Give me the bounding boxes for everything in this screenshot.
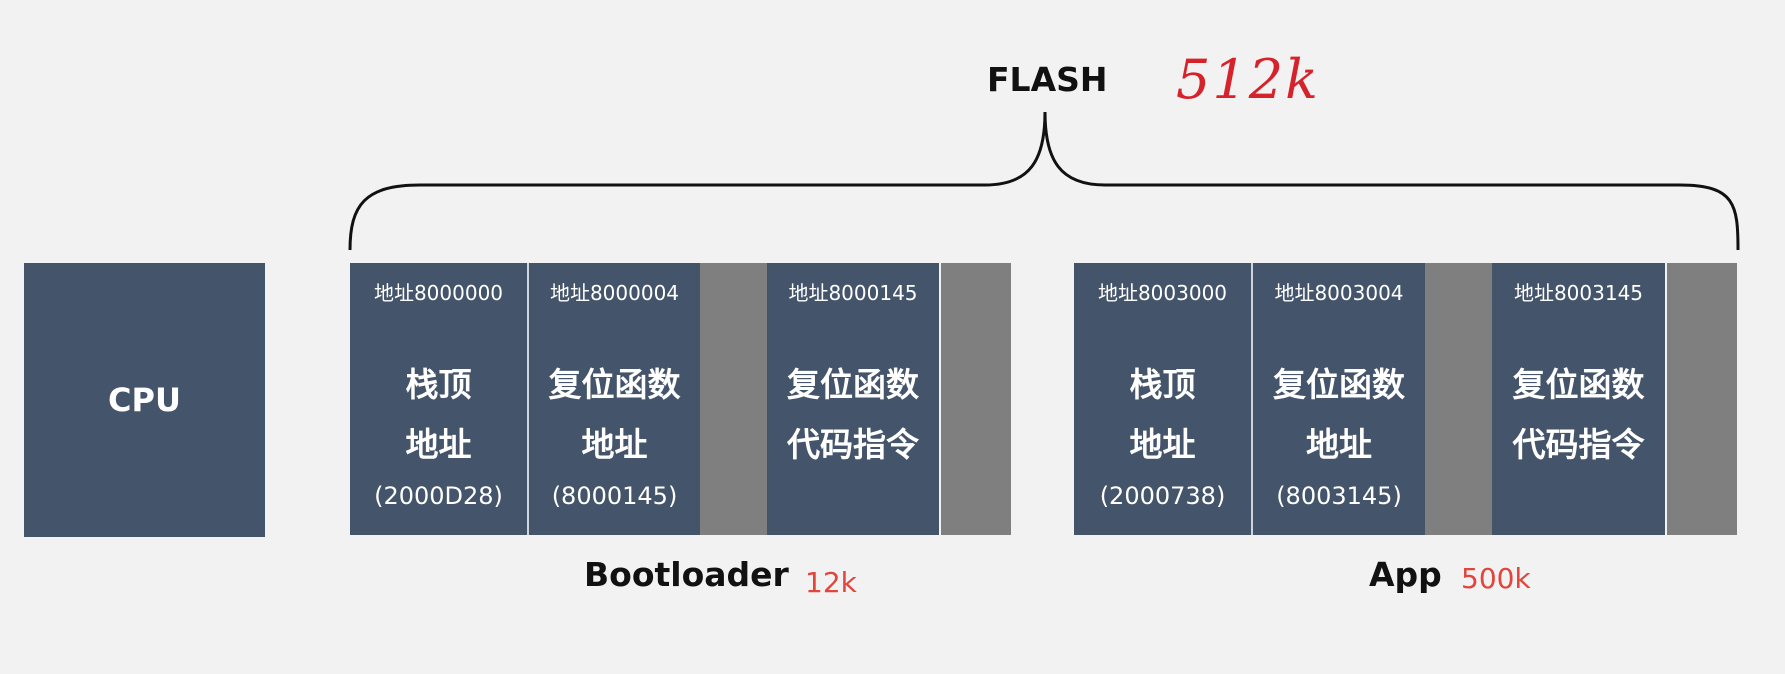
cell-line1: 复位函数 (787, 365, 919, 404)
bootloader-gap (700, 263, 767, 535)
flash-title: FLASH (987, 60, 1108, 99)
cell-divider (1251, 263, 1253, 535)
app-size: 500k (1461, 562, 1531, 595)
cell-line2: 代码指令 (787, 425, 919, 464)
cell-divider (527, 263, 529, 535)
cell-line2: 地址 (1306, 425, 1372, 464)
app-reset-code-cell: 地址8003145 复位函数 代码指令 (1492, 263, 1665, 535)
app-tail-gap (1667, 263, 1737, 535)
flash-size-handwritten: 512k (1176, 48, 1320, 111)
cpu-block: CPU (24, 263, 265, 537)
cell-address: 地址8000004 (549, 281, 680, 305)
cell-line2: 地址 (405, 425, 472, 464)
cell-line1: 栈顶 (405, 365, 472, 404)
bootloader-reset-addr-cell: 地址8000004 复位函数 地址 (8000145) (529, 263, 700, 535)
cell-address: 地址8003145 (1513, 281, 1644, 305)
cell-line2: 代码指令 (1512, 425, 1645, 464)
bootloader-size: 12k (805, 566, 857, 599)
cell-value: (2000738) (1099, 482, 1226, 510)
cell-value: (8003145) (1276, 482, 1402, 510)
bootloader-title: Bootloader (584, 555, 789, 594)
cpu-label: CPU (108, 381, 181, 419)
app-title: App (1369, 555, 1442, 594)
bootloader-reset-code-cell: 地址8000145 复位函数 代码指令 (767, 263, 939, 535)
app-gap (1425, 263, 1492, 535)
cell-line1: 复位函数 (1512, 365, 1645, 404)
cell-address: 地址8003004 (1274, 281, 1404, 305)
cell-address: 地址8003000 (1097, 281, 1228, 305)
bootloader-stack-top-cell: 地址8000000 栈顶 地址 (2000D28) (350, 263, 527, 535)
cell-address: 地址8000000 (373, 281, 504, 305)
cell-line1: 复位函数 (548, 365, 681, 404)
cell-value: (8000145) (551, 482, 678, 510)
cell-line1: 栈顶 (1129, 365, 1196, 404)
cell-line2: 地址 (1129, 425, 1196, 464)
cell-value: (2000D28) (374, 482, 503, 510)
cell-line2: 地址 (581, 425, 648, 464)
app-reset-addr-cell: 地址8003004 复位函数 地址 (8003145) (1253, 263, 1425, 535)
app-stack-top-cell: 地址8003000 栈顶 地址 (2000738) (1074, 263, 1251, 535)
bootloader-tail-gap (941, 263, 1011, 535)
cell-line1: 复位函数 (1273, 365, 1405, 404)
cell-address: 地址8000145 (788, 281, 918, 305)
brace-path (348, 111, 1740, 251)
